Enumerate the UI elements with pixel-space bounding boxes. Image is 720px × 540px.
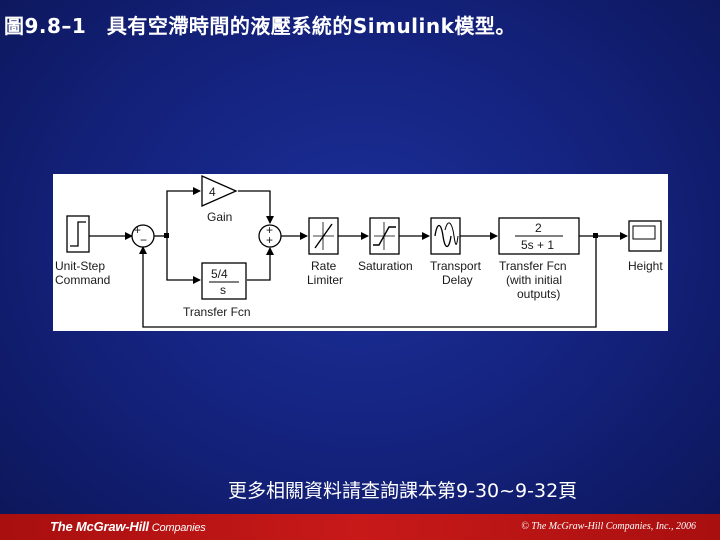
tf1-numerator: 5/4 bbox=[211, 267, 228, 281]
rate-limiter-label-2: Limiter bbox=[307, 273, 343, 287]
brand-main: The McGraw-Hill bbox=[50, 519, 149, 534]
delay-icon-wave-shifted bbox=[444, 222, 459, 245]
line-gain-to-sum2 bbox=[238, 190, 274, 224]
sum2-plus-top: + bbox=[266, 223, 273, 237]
textbook-reference-note: 更多相關資料請查詢課本第9-30~9-32頁 bbox=[228, 480, 578, 502]
tf2-numerator: 2 bbox=[535, 221, 542, 235]
transport-delay-label-1: Transport bbox=[430, 259, 482, 273]
branch-point-error bbox=[164, 233, 169, 238]
slide-title: 圖9.8–1 具有空滯時間的液壓系統的Simulink模型。 bbox=[4, 14, 516, 38]
tf1-label: Transfer Fcn bbox=[183, 305, 251, 319]
sum2-block[interactable] bbox=[258, 224, 282, 248]
scope-label: Height bbox=[628, 259, 663, 273]
copyright-text: © The McGraw-Hill Companies, Inc., 2006 bbox=[521, 521, 696, 532]
step-icon bbox=[70, 221, 86, 247]
gain-label: Gain bbox=[207, 210, 232, 224]
saturation-icon-curve bbox=[373, 226, 396, 246]
branch-point-output bbox=[593, 233, 598, 238]
rate-limiter-icon-slope bbox=[314, 223, 333, 249]
saturation-label: Saturation bbox=[358, 259, 413, 273]
line-tf1-to-sum2 bbox=[247, 247, 274, 281]
line-to-tf1 bbox=[166, 236, 201, 284]
transport-delay-label-2: Delay bbox=[442, 273, 473, 287]
brand-suffix: Companies bbox=[148, 522, 206, 534]
simulink-diagram: Unit-Step Command + − 4 Gain 5/4 s Trans… bbox=[53, 174, 668, 331]
gain-block[interactable] bbox=[201, 175, 238, 207]
tf2-label-2: (with initial bbox=[506, 273, 562, 287]
scope-screen-icon bbox=[632, 225, 656, 240]
mcgraw-hill-logo: The McGraw-Hill Companies bbox=[50, 519, 206, 534]
simulink-diagram-svg: Unit-Step Command + − 4 Gain 5/4 s Trans… bbox=[55, 175, 663, 328]
tf2-label-3: outputs) bbox=[517, 287, 560, 301]
rate-limiter-label-1: Rate bbox=[311, 259, 337, 273]
transport-delay-block[interactable] bbox=[430, 217, 461, 255]
tf2-label-1: Transfer Fcn bbox=[499, 259, 567, 273]
gain-value: 4 bbox=[209, 185, 216, 199]
unit-step-label-2: Command bbox=[55, 273, 110, 287]
unit-step-label-1: Unit-Step bbox=[55, 259, 105, 273]
delay-icon-wave bbox=[434, 224, 452, 248]
signal-lines bbox=[89, 187, 628, 328]
sum1-block[interactable] bbox=[131, 224, 155, 248]
sum1-plus-sign: + bbox=[134, 223, 141, 237]
tf2-denominator: 5s + 1 bbox=[521, 238, 554, 252]
tf1-denominator: s bbox=[220, 283, 226, 297]
transfer-fcn-1-block[interactable] bbox=[201, 262, 247, 300]
footer-bar: The McGraw-Hill Companies © The McGraw-H… bbox=[0, 514, 720, 540]
line-to-gain bbox=[166, 187, 201, 236]
sum1-minus-sign: − bbox=[140, 233, 147, 247]
line-feedback bbox=[139, 236, 597, 328]
sum2-plus-bottom: + bbox=[266, 233, 273, 247]
